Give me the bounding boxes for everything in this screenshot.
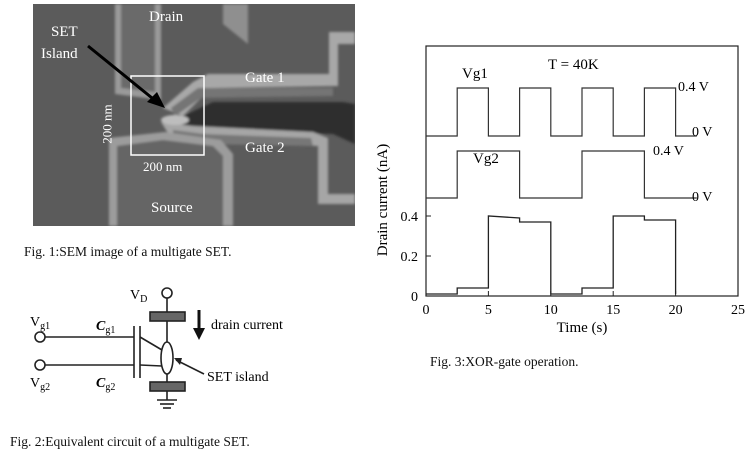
vg2-label: Vg2 — [30, 376, 50, 393]
scale-vertical-label: 200 nm — [99, 104, 115, 144]
cg1-label: Cg1 — [96, 319, 115, 336]
x-axis-label: Time (s) — [557, 320, 608, 336]
set-island-label: SET island — [207, 370, 269, 385]
y-tick-label: 0.2 — [401, 250, 419, 265]
scale-box — [130, 75, 205, 156]
xor-chart: 0 5 10 15 20 25 0 0.2 0.4 T = 40K Vg1 0.4 V 0 V… — [375, 45, 745, 336]
vg1-trace-label: Vg1 — [462, 66, 488, 82]
vd-label: VD — [130, 288, 147, 305]
y-tick-label: 0.4 — [401, 210, 419, 225]
sem-image-graphic — [33, 4, 355, 226]
vg1-label: Vg1 — [30, 315, 50, 332]
x-tick-label: 15 — [606, 303, 620, 318]
gate-voltage-traces — [426, 87, 697, 199]
gate2-label: Gate 2 — [245, 140, 285, 156]
x-tick-label: 5 — [485, 303, 492, 318]
x-ticks: 0 5 10 15 20 25 — [423, 291, 745, 318]
vg1-high-label: 0.4 V — [678, 80, 709, 95]
vg2-trace-label: Vg2 — [473, 151, 499, 167]
y-tick-label: 0 — [411, 290, 418, 305]
vg2-low-label: 0 V — [692, 190, 712, 205]
gate1-label: Gate 1 — [245, 70, 285, 86]
fig3-caption: Fig. 3:XOR-gate operation. — [430, 354, 579, 369]
sem-image: Drain SET Island Gate 1 Gate 2 Source 20… — [33, 4, 355, 226]
scale-horizontal-label: 200 nm — [143, 159, 183, 174]
x-tick-label: 25 — [731, 303, 745, 318]
vg2-high-label: 0.4 V — [653, 144, 684, 159]
island-label: Island — [41, 46, 78, 62]
vg2-waveform — [426, 150, 697, 199]
x-tick-label: 20 — [669, 303, 683, 318]
vg1-low-label: 0 V — [692, 125, 712, 140]
y-axis-label: Drain current (nA) — [375, 144, 391, 256]
set-label: SET — [51, 24, 78, 40]
x-tick-label: 10 — [544, 303, 558, 318]
x-tick-label: 0 — [423, 303, 430, 318]
temperature-annotation: T = 40K — [548, 57, 599, 73]
drain-current-label: drain current — [211, 318, 283, 333]
y-ticks: 0 0.2 0.4 — [401, 210, 431, 305]
drain-label: Drain — [149, 9, 184, 25]
fig1-caption: Fig. 1:SEM image of a multigate SET. — [24, 244, 232, 259]
source-label: Source — [151, 200, 193, 216]
vg1-waveform — [426, 87, 697, 137]
plot-frame — [425, 45, 739, 297]
cg2-label: Cg2 — [96, 376, 115, 393]
equivalent-circuit: VD Vg1 Vg2 Cg1 Cg2 drain current SET isl… — [30, 287, 283, 409]
fig2-caption: Fig. 2:Equivalent circuit of a multigate… — [10, 434, 250, 449]
drain-current-line — [426, 215, 677, 295]
